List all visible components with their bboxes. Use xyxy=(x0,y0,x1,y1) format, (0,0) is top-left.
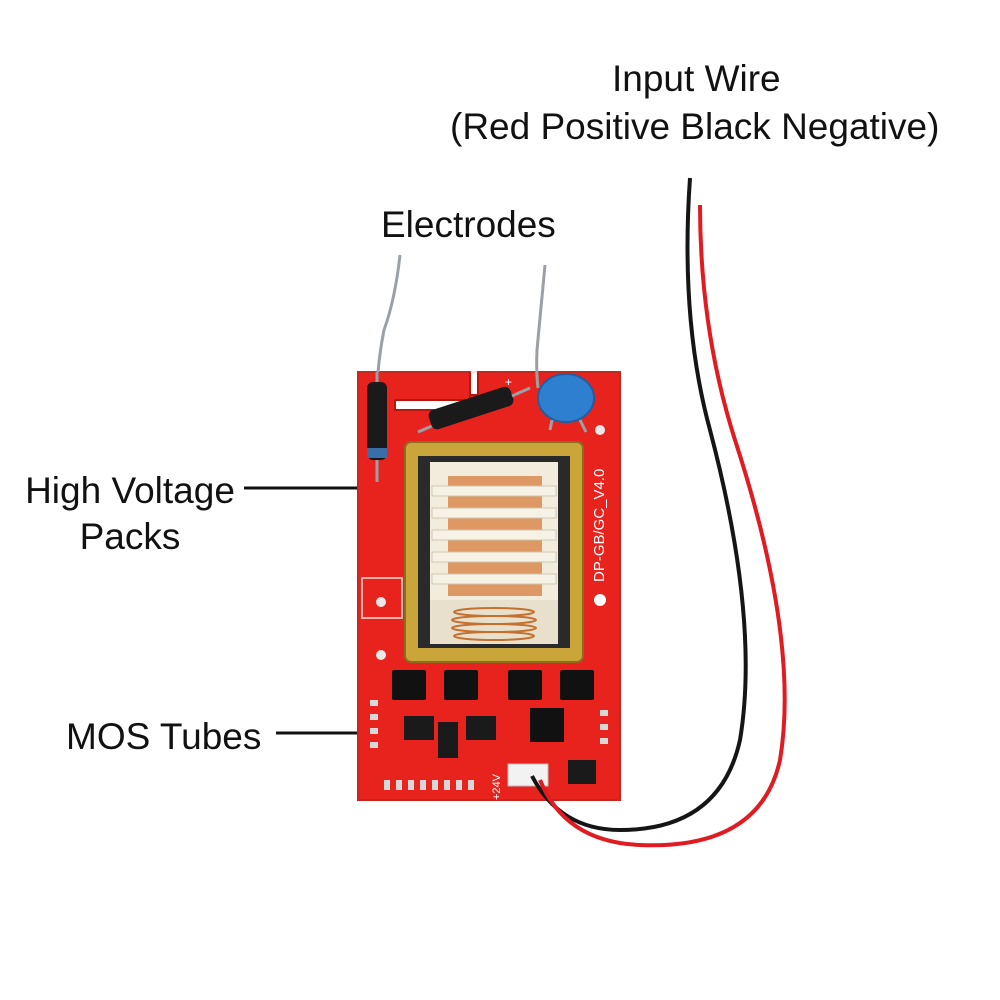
power-connector xyxy=(507,763,549,787)
voltage-silkscreen: +24V xyxy=(491,773,503,800)
high-voltage-label-line1: High Voltage xyxy=(25,470,235,511)
left-diode xyxy=(367,372,387,482)
right-electrode xyxy=(535,264,547,389)
high-voltage-packs-label: High Voltage Packs xyxy=(20,468,240,561)
red-positive-wire xyxy=(538,204,787,848)
mounting-hole xyxy=(594,594,606,606)
input-wire-label-line1: Input Wire xyxy=(612,58,781,99)
pad xyxy=(376,597,386,607)
mos-row-top xyxy=(392,670,594,700)
input-wire-label-line2: (Red Positive Black Negative) xyxy=(450,106,940,147)
high-voltage-label-line2: Packs xyxy=(79,516,181,558)
pad xyxy=(376,650,386,660)
electrodes-label: Electrodes xyxy=(381,204,556,245)
mos-tubes-label: MOS Tubes xyxy=(66,716,262,757)
plus-silkscreen: + xyxy=(505,375,512,389)
high-voltage-transformer xyxy=(404,441,584,663)
left-electrode xyxy=(376,254,402,373)
smd-components xyxy=(370,700,608,790)
black-negative-wire xyxy=(530,177,748,833)
model-silkscreen: DP-GB/GC_V4.0 xyxy=(591,469,608,582)
silkscreen-outline xyxy=(361,577,403,619)
diagonal-diode xyxy=(417,386,531,434)
pad xyxy=(595,425,605,435)
blue-capacitor xyxy=(537,373,595,433)
